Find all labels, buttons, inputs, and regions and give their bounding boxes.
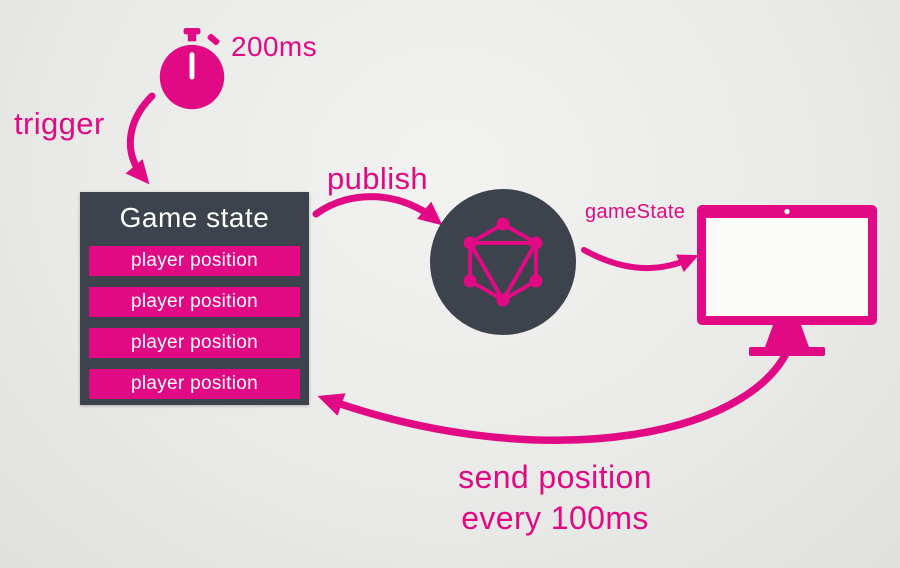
game-state-box: Game state player position player positi…: [80, 192, 309, 405]
player-position-row: player position: [89, 328, 300, 358]
graphql-icon: [430, 189, 576, 335]
return-label-line2: every 100ms: [461, 500, 649, 536]
game-state-title: Game state: [119, 202, 270, 233]
player-position-row: player position: [89, 369, 300, 399]
monitor-icon: [697, 205, 877, 356]
player-position-row: player position: [89, 246, 300, 276]
publish-label: publish: [327, 161, 429, 196]
return-label-line1: send position: [458, 459, 652, 495]
publish-arrow: [312, 193, 443, 226]
trigger-arrow: [125, 92, 156, 185]
player-position-row: player position: [89, 287, 300, 317]
stopwatch-icon: [159, 28, 225, 110]
trigger-label: trigger: [14, 106, 105, 141]
gamestate-arrow: [581, 247, 699, 273]
gamestate-label: gameState: [585, 201, 686, 223]
player-position-rows: player position player position player p…: [80, 244, 309, 399]
timer-label: 200ms: [231, 31, 318, 62]
